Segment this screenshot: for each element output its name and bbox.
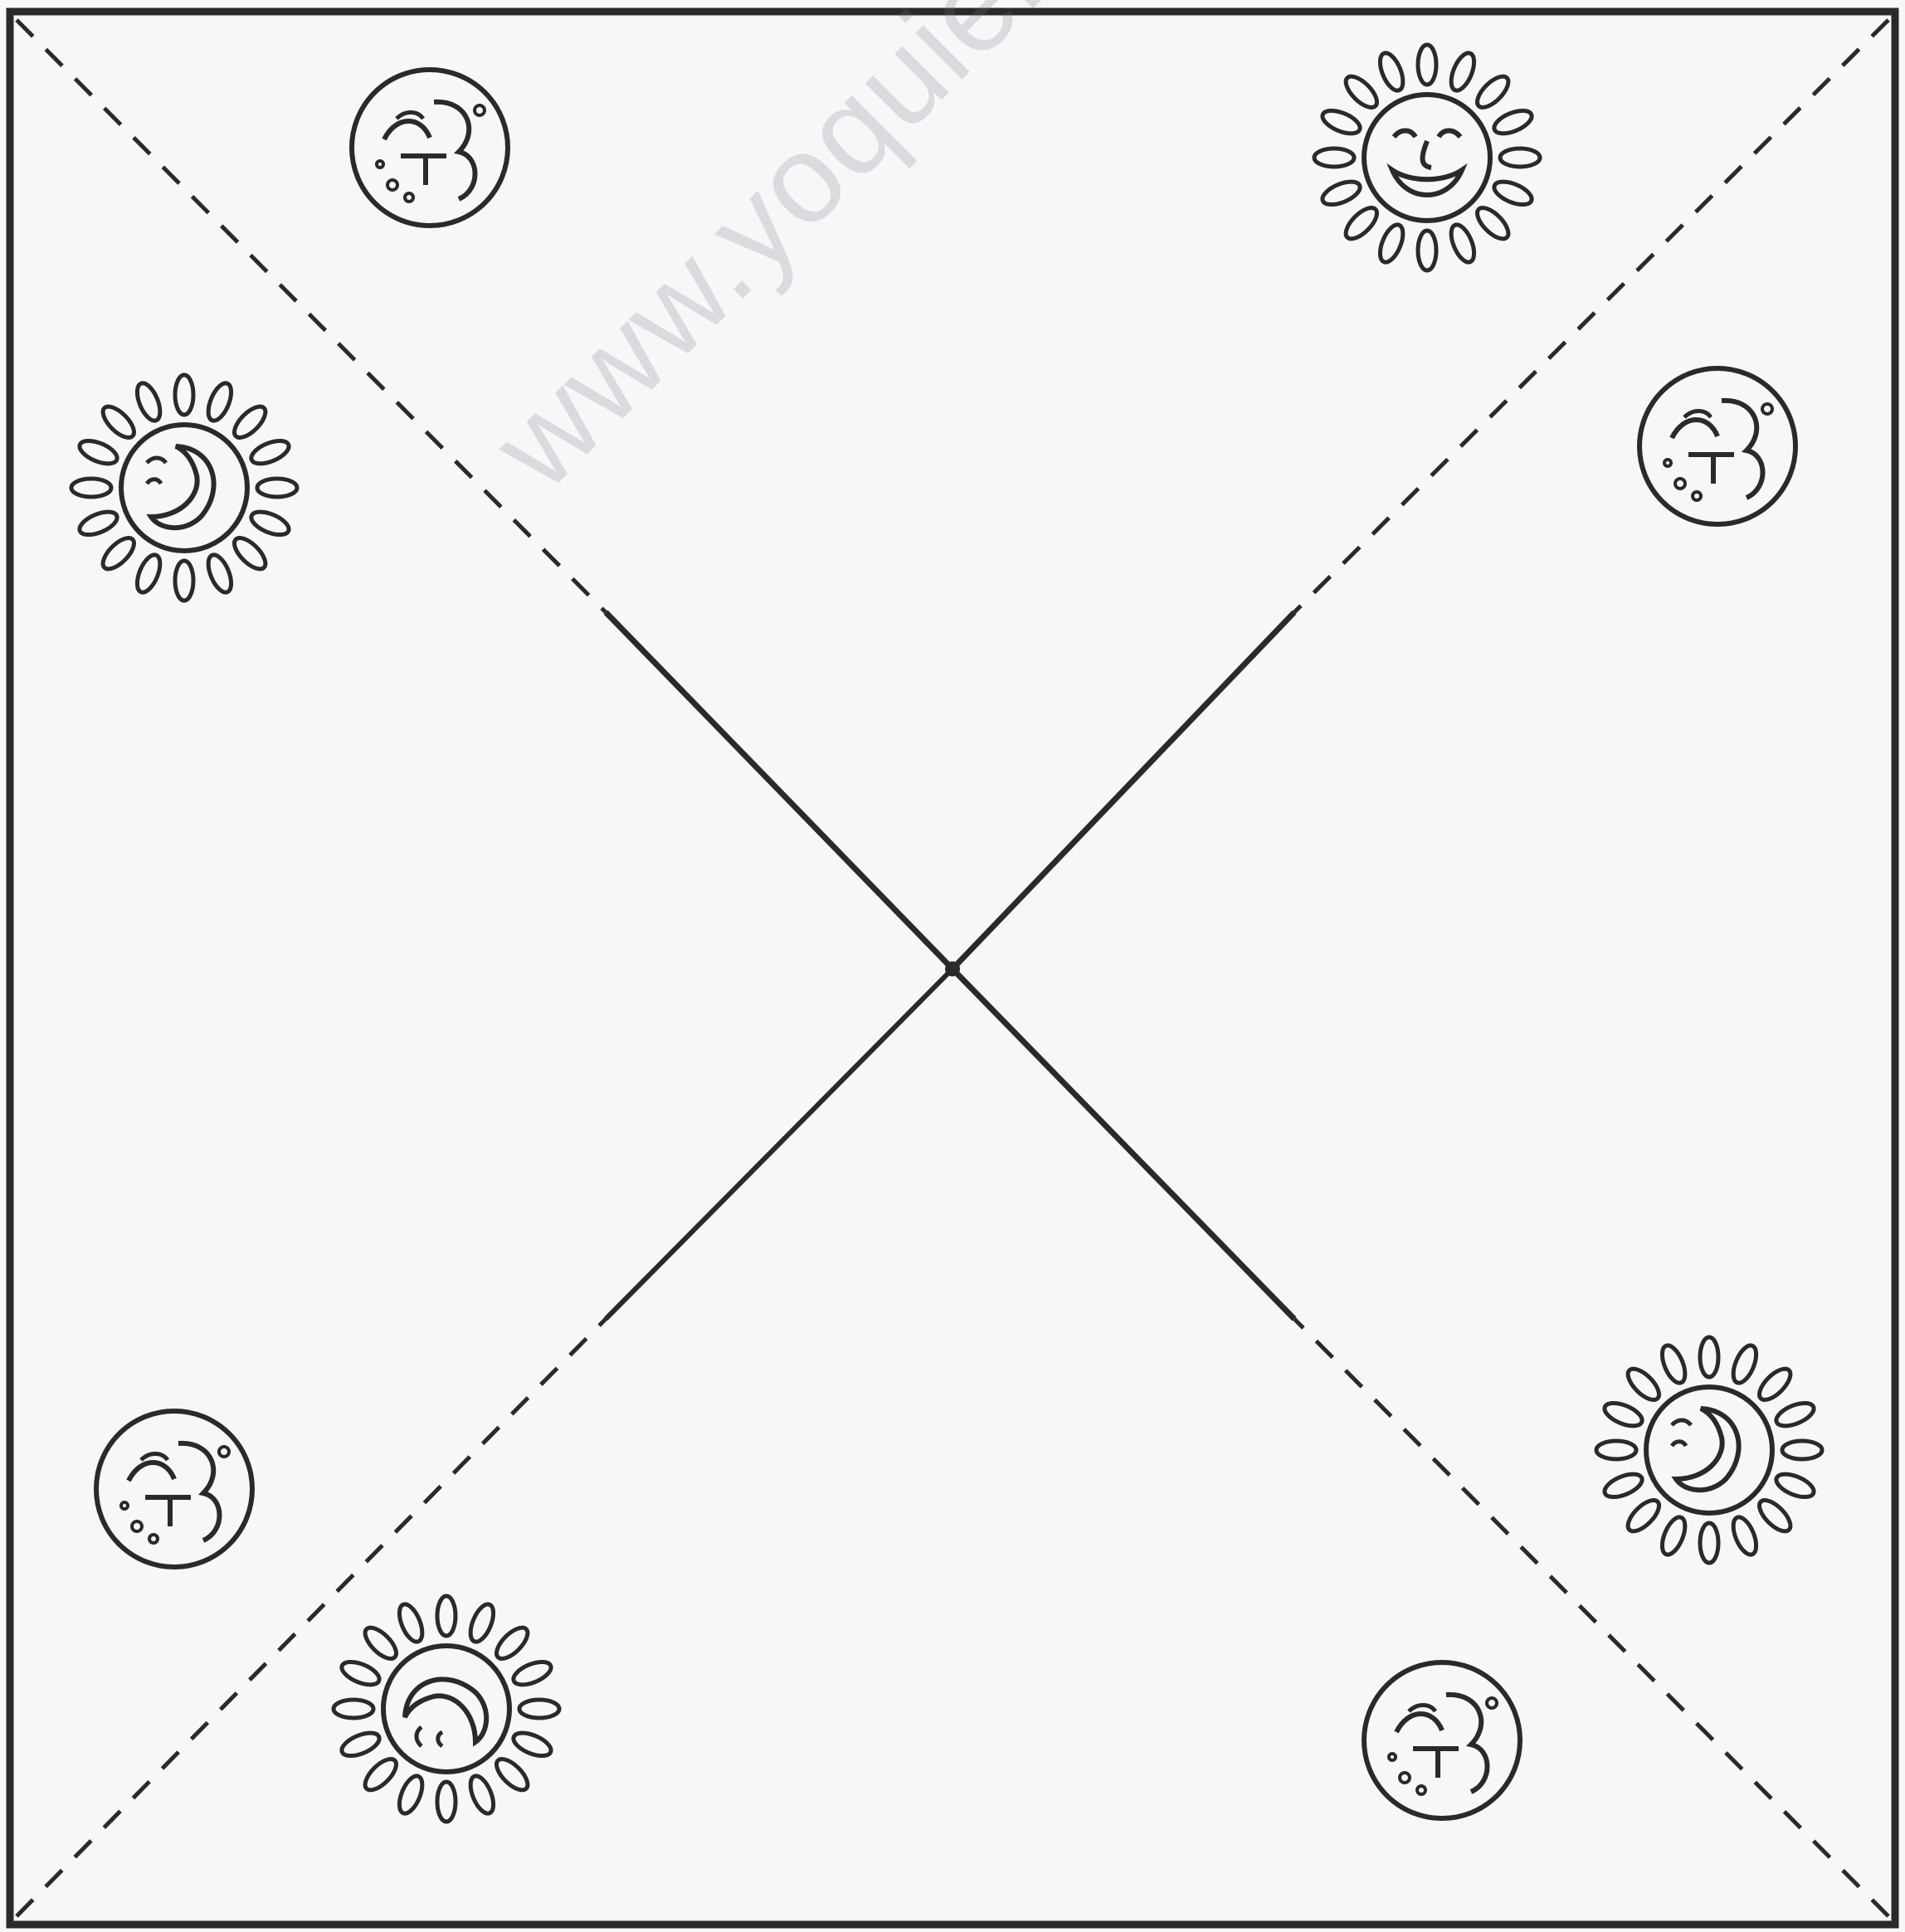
cut-line-bottom-left xyxy=(606,969,952,1319)
fold-line-dashed-bottom-left xyxy=(17,1319,606,1916)
moon-icon xyxy=(1364,1662,1520,1818)
sun-icon xyxy=(1314,45,1540,270)
sun-icon xyxy=(1596,1337,1822,1563)
cut-line-top-right xyxy=(952,612,1294,969)
moon-icon xyxy=(96,1411,252,1567)
center-point xyxy=(945,961,960,976)
cut-line-bottom-right xyxy=(952,969,1294,1319)
cut-line-top-left xyxy=(606,612,952,969)
moon-icon xyxy=(1639,368,1795,524)
fold-line-dashed-bottom-right xyxy=(1294,1319,1888,1916)
moon-icon xyxy=(352,70,508,226)
sun-icon xyxy=(71,375,297,601)
sun-icon xyxy=(334,1596,559,1822)
fold-line-dashed-top-left xyxy=(17,20,606,612)
